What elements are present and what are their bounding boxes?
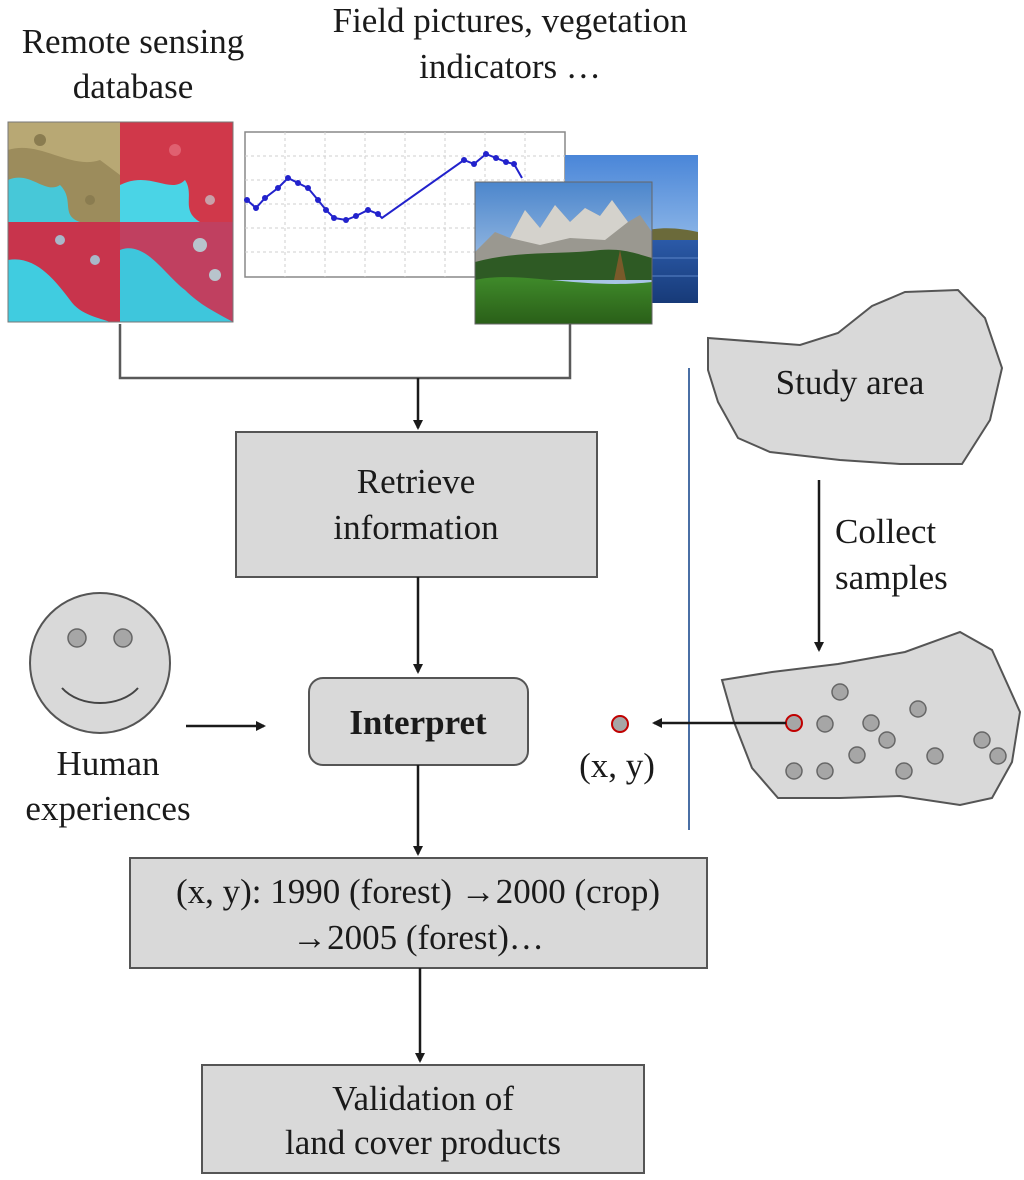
sample-points xyxy=(785,683,1007,780)
remote-sensing-label-2: database xyxy=(73,67,193,106)
collect-label-2: samples xyxy=(835,558,948,597)
mountain-photo-icon xyxy=(474,181,653,325)
collect-label: Collect xyxy=(835,512,936,551)
field-pictures-label-2: indicators … xyxy=(419,47,601,86)
remote-sensing-label: Remote sensing xyxy=(22,22,245,61)
study-area-label: Study area xyxy=(776,363,925,402)
xy-label: (x, y) xyxy=(579,746,655,785)
validation-label-2: land cover products xyxy=(285,1123,561,1162)
validation-box xyxy=(201,1064,645,1174)
xy-point xyxy=(611,715,629,733)
retrieve-label: Retrieve xyxy=(357,462,476,501)
field-pictures-label: Field pictures, vegetation xyxy=(333,1,688,40)
land-cover-sequence-box xyxy=(129,857,708,969)
human-label: Human xyxy=(56,744,159,783)
study-area-shape xyxy=(707,288,1004,465)
sequence-label: (x, y): 1990 (forest) →2000 (crop) xyxy=(176,872,660,911)
validation-label: Validation of xyxy=(332,1079,514,1118)
retrieve-label-2: information xyxy=(333,508,498,547)
satellite-imagery-icon xyxy=(7,121,234,323)
retrieve-information-box xyxy=(235,431,598,578)
sequence-label-2: →2005 (forest)… xyxy=(292,918,544,957)
selected-sample-point xyxy=(785,714,803,732)
smiley-face-icon xyxy=(29,592,171,734)
interpret-label: Interpret xyxy=(349,703,487,742)
human-label-2: experiences xyxy=(25,789,190,828)
inputs-connector xyxy=(118,324,572,380)
